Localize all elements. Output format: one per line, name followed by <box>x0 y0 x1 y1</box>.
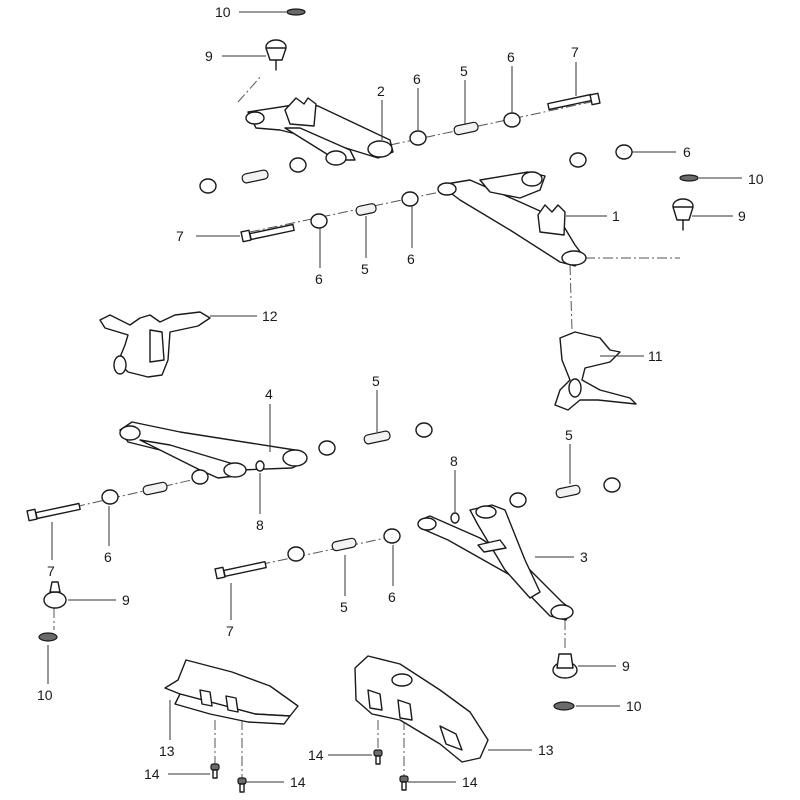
retaining-ring <box>679 174 699 182</box>
callout-14: 14 <box>308 747 324 763</box>
callout-14: 14 <box>290 774 306 790</box>
upper-left-control-arm <box>245 97 394 166</box>
left-steering-knuckle <box>99 311 211 378</box>
callout-1: 1 <box>612 208 620 224</box>
callout-2: 2 <box>377 83 385 99</box>
retaining-ring <box>553 701 575 711</box>
callout-9: 9 <box>738 208 746 224</box>
callouts: 10 9 2 6 5 6 7 6 10 1 9 7 6 5 6 12 11 4 … <box>37 4 764 790</box>
ball-joint <box>672 198 694 231</box>
callout-13: 13 <box>538 742 554 758</box>
callout-10: 10 <box>626 698 642 714</box>
callout-5: 5 <box>372 373 380 389</box>
callout-7: 7 <box>226 623 234 639</box>
callout-7: 7 <box>176 228 184 244</box>
callout-9: 9 <box>622 658 630 674</box>
callout-6: 6 <box>388 589 396 605</box>
callout-10: 10 <box>37 687 53 703</box>
lower-left-control-arm <box>119 421 308 479</box>
callout-8: 8 <box>256 517 264 533</box>
upper-right-control-arm <box>437 171 587 267</box>
leader-lines <box>47 11 742 783</box>
callout-7: 7 <box>47 563 55 579</box>
ball-joint <box>43 581 67 609</box>
callout-6: 6 <box>104 549 112 565</box>
ball-joint <box>552 653 578 679</box>
callout-10: 10 <box>215 4 231 20</box>
callout-13: 13 <box>159 743 175 759</box>
callout-3: 3 <box>580 549 588 565</box>
callout-8: 8 <box>450 453 458 469</box>
callout-6: 6 <box>507 49 515 65</box>
bushings <box>101 112 633 562</box>
callout-9: 9 <box>205 48 213 64</box>
callout-12: 12 <box>262 308 278 324</box>
callout-7: 7 <box>571 44 579 60</box>
callout-6: 6 <box>413 71 421 87</box>
callout-5: 5 <box>565 427 573 443</box>
left-skid-plate <box>164 659 299 725</box>
ball-joint <box>265 39 287 71</box>
callout-9: 9 <box>122 592 130 608</box>
retaining-ring <box>38 632 58 642</box>
retaining-ring <box>286 8 306 16</box>
callout-10: 10 <box>748 171 764 187</box>
sleeves <box>142 121 581 552</box>
callout-6: 6 <box>315 271 323 287</box>
callout-6: 6 <box>683 144 691 160</box>
lower-right-control-arm <box>417 504 574 621</box>
pin <box>450 512 460 524</box>
bolts <box>26 92 601 580</box>
callout-14: 14 <box>462 774 478 790</box>
pin <box>255 460 265 472</box>
right-steering-knuckle <box>554 331 637 411</box>
callout-11: 11 <box>648 348 663 364</box>
callout-5: 5 <box>460 63 468 79</box>
callout-5: 5 <box>340 599 348 615</box>
screws <box>210 749 409 793</box>
callout-6: 6 <box>407 251 415 267</box>
callout-5: 5 <box>361 261 369 277</box>
right-skid-plate <box>354 655 489 763</box>
callout-14: 14 <box>144 766 160 782</box>
callout-4: 4 <box>265 386 273 402</box>
